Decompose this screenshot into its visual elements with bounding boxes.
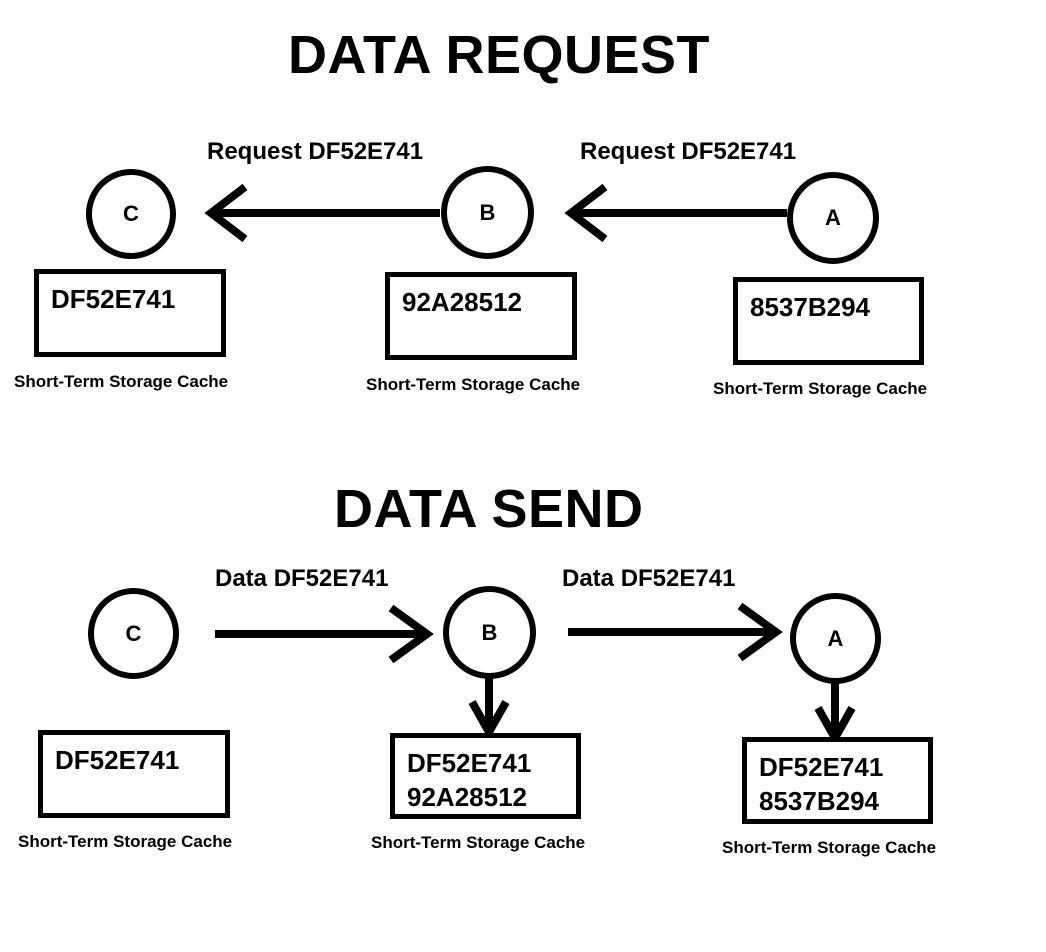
node-a-request[interactable]: A bbox=[787, 172, 879, 264]
arrow-data-b-to-a bbox=[568, 602, 783, 662]
cache-line: 92A28512 bbox=[407, 782, 527, 812]
cache-caption-c-request: Short-Term Storage Cache bbox=[14, 372, 229, 391]
node-c-request[interactable]: C bbox=[86, 169, 176, 259]
node-a-send[interactable]: A bbox=[790, 593, 881, 684]
cache-line: 92A28512 bbox=[402, 287, 522, 317]
node-c-request-label: C bbox=[123, 201, 139, 226]
cache-line: DF52E741 bbox=[407, 748, 532, 778]
cache-line: DF52E741 bbox=[55, 745, 180, 775]
cache-box-c-send: DF52E741 bbox=[38, 730, 230, 818]
cache-line: 8537B294 bbox=[750, 292, 870, 322]
arrow-store-a bbox=[814, 682, 856, 747]
arrow-request-b-to-c bbox=[204, 183, 440, 243]
node-b-request-label: B bbox=[479, 199, 496, 225]
arrow-request-a-to-b bbox=[564, 183, 787, 243]
node-a-request-label: A bbox=[825, 205, 841, 230]
cache-box-b-send: DF52E741 92A28512 bbox=[390, 733, 581, 819]
arrow-store-b bbox=[468, 678, 510, 741]
node-c-send-label: C bbox=[125, 620, 142, 646]
cache-box-b-request: 92A28512 bbox=[385, 272, 577, 360]
node-b-request[interactable]: B bbox=[441, 166, 534, 259]
node-b-send-label: B bbox=[481, 619, 498, 645]
edge-label-data-b-to-a: Data DF52E741 bbox=[562, 565, 736, 592]
edge-label-request-b-to-c: Request DF52E741 bbox=[207, 138, 424, 165]
edge-label-request-a-to-b: Request DF52E741 bbox=[580, 138, 797, 165]
node-b-send[interactable]: B bbox=[443, 586, 536, 679]
cache-caption-a-send: Short-Term Storage Cache bbox=[722, 838, 937, 857]
arrow-data-c-to-b bbox=[215, 604, 434, 664]
cache-caption-b-request: Short-Term Storage Cache bbox=[366, 375, 581, 394]
section-title-data-send: DATA SEND bbox=[334, 479, 644, 539]
cache-box-c-request: DF52E741 bbox=[34, 269, 226, 357]
node-c-send[interactable]: C bbox=[88, 588, 179, 679]
cache-line: DF52E741 bbox=[51, 284, 176, 314]
cache-box-a-request: 8537B294 bbox=[733, 277, 924, 365]
node-a-send-label: A bbox=[827, 625, 844, 651]
edge-label-data-c-to-b: Data DF52E741 bbox=[215, 565, 389, 592]
cache-box-a-send: DF52E741 8537B294 bbox=[742, 737, 933, 824]
cache-line: 8537B294 bbox=[759, 786, 879, 816]
cache-caption-a-request: Short-Term Storage Cache bbox=[713, 379, 928, 398]
cache-caption-b-send: Short-Term Storage Cache bbox=[371, 833, 586, 852]
section-title-data-request: DATA REQUEST bbox=[288, 25, 710, 85]
cache-line: DF52E741 bbox=[759, 752, 884, 782]
cache-caption-c-send: Short-Term Storage Cache bbox=[18, 832, 233, 851]
